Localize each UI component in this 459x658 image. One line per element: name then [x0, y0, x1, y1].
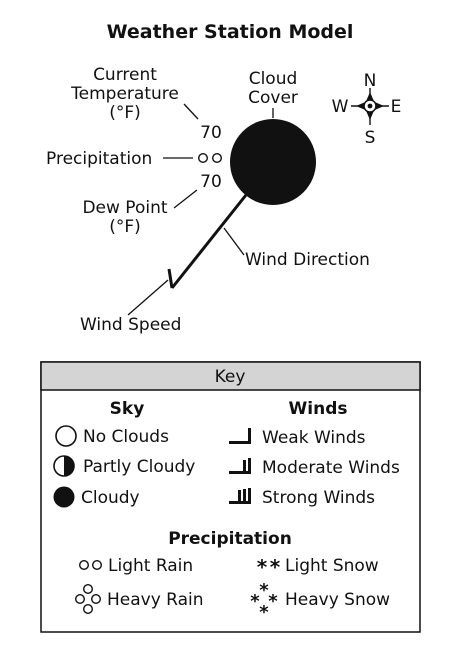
wind-direction-leader-line [223, 227, 245, 256]
compass-rose-icon [351, 88, 389, 125]
precipitation-label: Precipitation [46, 149, 152, 169]
one-barb-icon [229, 428, 251, 444]
half-filled-circle-icon [53, 455, 75, 477]
cloud-cover-circle-icon [230, 119, 316, 205]
key-heading: Key [215, 367, 246, 387]
key-winds-item-label: Strong Winds [262, 488, 375, 508]
wind-shaft [170, 194, 248, 289]
key-winds-heading: Winds [289, 399, 348, 419]
key-precipitation-item-label: Heavy Rain [107, 590, 204, 610]
svg-text:*: * [259, 580, 269, 601]
key-winds-item-label: Weak Winds [262, 428, 366, 448]
dew-point-label-line1: Dew Point [82, 198, 167, 218]
temperature-label-line2: Temperature [70, 84, 179, 104]
four-dots-icon [74, 584, 101, 615]
svg-text:*: * [257, 555, 268, 579]
two-barb-icon [229, 458, 251, 474]
two-dots-icon [78, 560, 102, 571]
cloud-cover-label-line2: Cover [248, 88, 298, 108]
svg-text:*: * [270, 555, 281, 579]
three-barb-icon [229, 488, 251, 504]
precipitation-symbol-icon [197, 152, 222, 163]
wind-barb-icon [167, 268, 174, 289]
compass-north: N [364, 71, 377, 91]
empty-circle-icon [55, 425, 77, 447]
key-sky-item-label: No Clouds [83, 427, 169, 447]
key-sky-item-label: Partly Cloudy [83, 457, 195, 477]
key-precipitation-item-label: Light Snow [285, 556, 379, 576]
compass-east: E [391, 97, 402, 117]
temperature-value: 70 [200, 123, 222, 143]
temperature-label-line3: (°F) [109, 103, 141, 123]
key-header-bar [40, 361, 421, 391]
svg-text:*: * [250, 591, 260, 612]
compass-west: W [332, 97, 349, 117]
svg-text:*: * [268, 591, 278, 612]
key-precipitation-item-label: Heavy Snow [285, 590, 390, 610]
cloud-cover-label-line1: Cloud [249, 69, 298, 89]
dew-point-label-line2: (°F) [109, 217, 141, 237]
dew-point-leader-line [173, 189, 198, 209]
svg-text:*: * [259, 602, 269, 623]
filled-circle-icon [53, 486, 75, 508]
temperature-label-line1: Current [93, 65, 157, 85]
temperature-label: Current Temperature (°F) [70, 65, 179, 123]
key-precipitation-heading: Precipitation [168, 529, 292, 549]
two-asterisks-icon: * * [257, 555, 281, 579]
four-asterisks-icon: * * * * [250, 580, 278, 623]
wind-speed-label: Wind Speed [80, 315, 181, 335]
wind-speed-leader-line [127, 279, 169, 316]
key-winds-item-label: Moderate Winds [262, 458, 400, 478]
key-panel: Key Sky No Clouds Partly Cloudy Cloudy W… [40, 361, 421, 633]
key-sky-heading: Sky [110, 399, 145, 419]
temperature-leader-line [183, 103, 199, 120]
key-sky-item-label: Cloudy [81, 488, 140, 508]
diagram-title: Weather Station Model [107, 21, 354, 43]
compass-south: S [365, 128, 376, 148]
key-precipitation-item-label: Light Rain [108, 556, 193, 576]
wind-direction-label: Wind Direction [245, 250, 370, 270]
dew-point-value: 70 [200, 172, 222, 192]
